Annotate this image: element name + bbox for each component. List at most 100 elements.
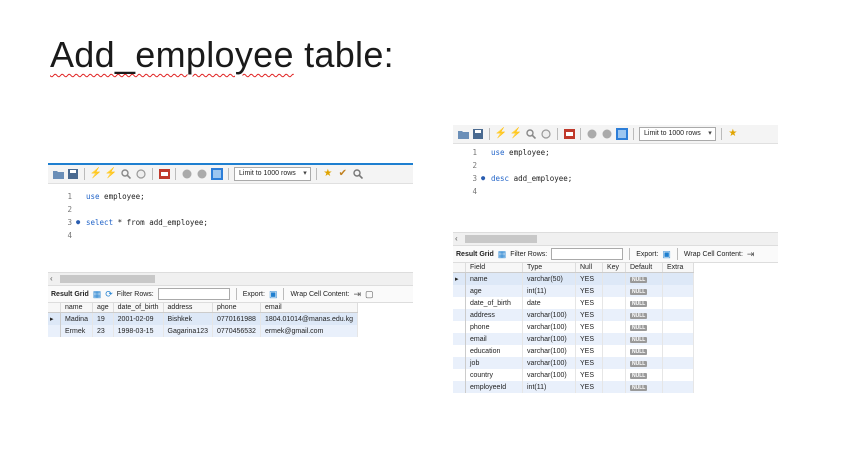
cell[interactable] [602, 321, 626, 333]
table-row[interactable]: country varchar(100) YES NULL [453, 369, 694, 381]
cell[interactable]: NULL [625, 357, 663, 369]
cell[interactable]: 19 [92, 312, 114, 325]
cell[interactable]: address [465, 309, 523, 321]
grid-icon[interactable]: ▦ [497, 248, 507, 259]
table-row[interactable]: phone varchar(100) YES NULL [453, 321, 694, 333]
table-row[interactable]: education varchar(100) YES NULL [453, 345, 694, 357]
cell[interactable]: ermek@gmail.com [260, 325, 359, 337]
cell[interactable]: YES [575, 285, 603, 297]
cell[interactable]: date_of_birth [465, 297, 523, 309]
cell[interactable]: NULL [625, 369, 663, 381]
cell[interactable]: name [465, 272, 523, 285]
magnifier-icon[interactable] [120, 168, 132, 180]
check-icon[interactable] [586, 128, 598, 140]
save-icon[interactable] [472, 128, 484, 140]
lightning-cursor-icon[interactable]: ⚡ [104, 168, 118, 179]
folder-icon[interactable] [52, 168, 64, 180]
magnifier-icon[interactable] [525, 128, 537, 140]
cell[interactable]: YES [575, 357, 603, 369]
cell[interactable]: varchar(100) [522, 345, 576, 357]
cell[interactable]: varchar(50) [522, 272, 576, 285]
cell[interactable] [662, 321, 694, 333]
sql-editor[interactable]: 1 use employee; 2 3 ● desc add_employee;… [453, 144, 778, 232]
scroll-thumb[interactable] [60, 275, 155, 283]
cell[interactable]: Ermek [60, 325, 93, 337]
scroll-left-icon[interactable]: ‹ [50, 274, 53, 283]
cell[interactable]: email [465, 333, 523, 345]
wrap-icon[interactable]: ⇥ [353, 288, 362, 299]
stop-icon[interactable] [540, 128, 552, 140]
filter-rows-input[interactable] [551, 248, 624, 260]
scroll-thumb[interactable] [465, 235, 537, 243]
star-icon[interactable]: ★ [728, 128, 738, 139]
cell[interactable]: YES [575, 369, 603, 381]
star-icon[interactable]: ★ [323, 168, 333, 179]
cell[interactable]: varchar(100) [522, 309, 576, 321]
column-header[interactable]: phone [212, 303, 261, 313]
cell[interactable] [602, 309, 626, 321]
cancel-icon[interactable] [601, 128, 613, 140]
result-grid-tab[interactable]: Result Grid [456, 250, 494, 258]
cell[interactable]: varchar(100) [522, 369, 576, 381]
table-row[interactable]: ▸ Madina 19 2001-02-09 Bishkek 077016198… [48, 312, 359, 325]
editor-horizontal-scrollbar[interactable]: ‹ [48, 272, 413, 286]
cell[interactable]: varchar(100) [522, 321, 576, 333]
cell[interactable]: int(11) [522, 285, 576, 297]
cell[interactable]: NULL [625, 381, 663, 393]
column-header[interactable]: Extra [662, 263, 694, 273]
column-header[interactable]: email [260, 303, 359, 313]
editor-horizontal-scrollbar[interactable]: ‹ [453, 232, 778, 246]
beautify-icon[interactable] [211, 168, 223, 180]
limit-rows-select[interactable]: Limit to 1000 rows [639, 127, 716, 141]
refresh-icon[interactable]: ⟳ [105, 288, 113, 299]
grid-icon[interactable]: ▦ [92, 288, 102, 299]
search-icon[interactable] [352, 168, 364, 180]
column-header[interactable]: Type [522, 263, 576, 273]
column-header[interactable]: age [92, 303, 114, 313]
lightning-icon[interactable]: ⚡ [494, 128, 508, 139]
limit-rows-select[interactable]: Limit to 1000 rows [234, 167, 311, 181]
cell[interactable]: 2001-02-09 [113, 312, 164, 325]
panel-toggle-icon[interactable]: ▢ [365, 288, 374, 299]
folder-icon[interactable] [457, 128, 469, 140]
cell[interactable]: job [465, 357, 523, 369]
cell[interactable]: YES [575, 272, 603, 285]
column-header[interactable]: name [60, 303, 93, 313]
column-header[interactable]: Field [465, 263, 523, 273]
cell[interactable] [662, 357, 694, 369]
cell[interactable] [662, 333, 694, 345]
cell[interactable]: NULL [625, 297, 663, 309]
cell[interactable] [602, 381, 626, 393]
cell[interactable]: YES [575, 381, 603, 393]
export-icon[interactable]: ▣ [662, 248, 671, 259]
table-row[interactable]: job varchar(100) YES NULL [453, 357, 694, 369]
cell[interactable]: Madina [60, 312, 93, 325]
table-row[interactable]: ▸ name varchar(50) YES NULL [453, 272, 694, 285]
cell[interactable]: YES [575, 321, 603, 333]
cell[interactable]: NULL [625, 272, 663, 285]
cell[interactable]: 23 [92, 325, 114, 337]
cell[interactable] [662, 285, 694, 297]
table-row[interactable]: age int(11) YES NULL [453, 285, 694, 297]
cell[interactable] [602, 272, 626, 285]
stop-icon[interactable] [135, 168, 147, 180]
cell[interactable]: age [465, 285, 523, 297]
cell[interactable]: YES [575, 309, 603, 321]
cancel-icon[interactable] [196, 168, 208, 180]
cell[interactable]: date [522, 297, 576, 309]
cell[interactable]: 0770456532 [212, 325, 261, 337]
sql-editor[interactable]: 1 use employee; 2 3 ● select * from add_… [48, 184, 413, 272]
cell[interactable]: YES [575, 345, 603, 357]
toggle-icon[interactable] [563, 128, 575, 140]
cell[interactable] [602, 297, 626, 309]
cell[interactable] [662, 297, 694, 309]
cell[interactable]: 0770161988 [212, 312, 261, 325]
cell[interactable]: NULL [625, 309, 663, 321]
cell[interactable]: NULL [625, 285, 663, 297]
save-icon[interactable] [67, 168, 79, 180]
wrap-icon[interactable]: ⇥ [746, 248, 755, 259]
cell[interactable] [662, 345, 694, 357]
toggle-icon[interactable] [158, 168, 170, 180]
cell[interactable] [662, 381, 694, 393]
table-row[interactable]: email varchar(100) YES NULL [453, 333, 694, 345]
